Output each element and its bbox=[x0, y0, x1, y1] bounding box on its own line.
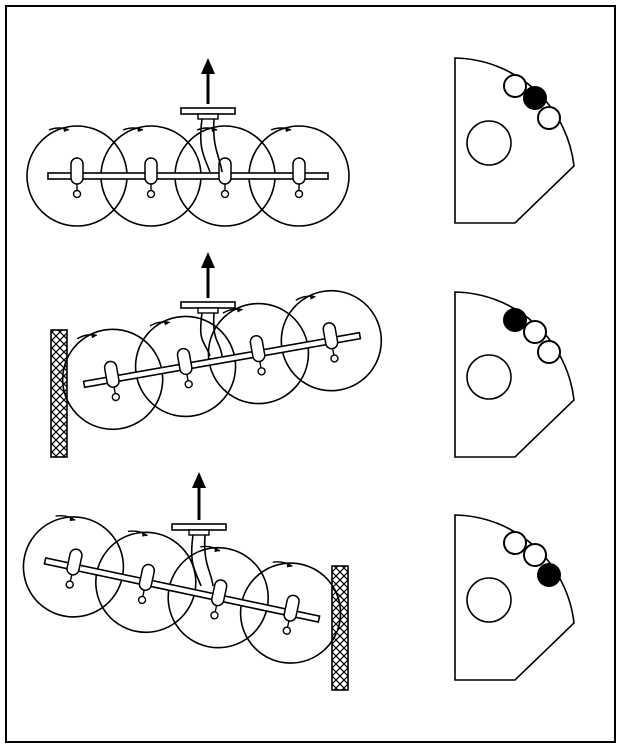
hub-stem bbox=[259, 361, 262, 368]
hub-stem bbox=[142, 589, 145, 597]
drawbar-left bbox=[190, 534, 202, 587]
rotation-arrow-head bbox=[63, 127, 69, 132]
hub-wheel bbox=[330, 354, 339, 363]
drawbar-left bbox=[199, 312, 211, 357]
direction-arrow-head bbox=[201, 252, 215, 268]
panel-left-fence bbox=[50, 252, 575, 458]
indicator-light-on bbox=[537, 563, 561, 587]
rotation-arrow-head bbox=[236, 307, 243, 313]
indicator-light-off bbox=[523, 543, 547, 567]
hub-wheel bbox=[137, 595, 147, 605]
indicator-light-off bbox=[503, 531, 527, 555]
hub-wheel bbox=[282, 626, 292, 635]
drawbar-right bbox=[203, 534, 214, 587]
hub-wheel bbox=[257, 367, 266, 376]
hub-wheel bbox=[220, 189, 230, 199]
fence-left bbox=[50, 329, 68, 458]
rotor-hub bbox=[144, 157, 158, 185]
hub-wheel bbox=[146, 189, 156, 199]
rotation-arrow-head bbox=[287, 562, 293, 568]
rotation-arrow-head bbox=[69, 516, 76, 522]
indicator-light-off bbox=[523, 320, 547, 344]
frame-bar bbox=[43, 557, 321, 623]
direction-arrow-head bbox=[201, 58, 215, 74]
hub-wheel bbox=[184, 379, 193, 389]
hub-stem bbox=[332, 348, 335, 355]
hitch-bracket bbox=[197, 113, 219, 120]
indicator-dial bbox=[466, 577, 512, 623]
hitch-bracket bbox=[197, 307, 219, 314]
panel-right-fence bbox=[22, 472, 575, 691]
hub-wheel bbox=[111, 392, 121, 402]
hub-stem bbox=[69, 574, 73, 581]
hitch-plate bbox=[171, 523, 227, 531]
indicator-dial bbox=[466, 354, 512, 400]
indicator-dial bbox=[466, 120, 512, 166]
rotation-arrow-head bbox=[163, 320, 170, 326]
indicator-light-on bbox=[523, 86, 547, 110]
frame-bar bbox=[82, 331, 362, 389]
rotation-arrow-head bbox=[142, 531, 148, 537]
hub-wheel bbox=[210, 611, 219, 620]
hitch-bracket bbox=[188, 529, 210, 536]
rake-assembly bbox=[61, 289, 383, 431]
hitch-plate bbox=[180, 107, 236, 115]
indicator-light-off bbox=[537, 106, 561, 130]
hub-wheel bbox=[294, 189, 304, 199]
hitch-plate bbox=[180, 301, 236, 309]
rotation-arrow-head bbox=[137, 127, 143, 132]
rotation-arrow-head bbox=[214, 546, 220, 552]
rotation-arrow-head bbox=[285, 127, 291, 132]
rotation-arrow-head bbox=[90, 333, 97, 339]
fence-right bbox=[331, 565, 349, 691]
hub-wheel bbox=[65, 580, 74, 589]
indicator-light-off bbox=[503, 74, 527, 98]
indicator-light-off bbox=[537, 340, 561, 364]
hub-wheel bbox=[72, 189, 82, 199]
rotation-arrow-head bbox=[309, 294, 316, 300]
rotor-hub bbox=[218, 157, 232, 185]
drawbar-right bbox=[212, 312, 223, 357]
hub-stem bbox=[186, 374, 189, 381]
drawbar-right bbox=[212, 118, 223, 173]
hub-stem bbox=[113, 387, 116, 394]
hub-stem bbox=[286, 620, 290, 627]
hub-stem bbox=[214, 605, 218, 612]
rotor-hub bbox=[70, 157, 84, 185]
frame-bar bbox=[47, 172, 329, 180]
rotor-hub bbox=[292, 157, 306, 185]
control-indicator bbox=[454, 514, 575, 681]
panel-straight bbox=[26, 57, 575, 227]
control-indicator bbox=[454, 291, 575, 458]
direction-arrow-head bbox=[192, 472, 206, 488]
control-indicator bbox=[454, 57, 575, 224]
drawbar-left bbox=[199, 118, 211, 173]
rake-assembly bbox=[26, 125, 350, 227]
rake-assembly bbox=[22, 514, 342, 664]
indicator-light-on bbox=[503, 308, 527, 332]
